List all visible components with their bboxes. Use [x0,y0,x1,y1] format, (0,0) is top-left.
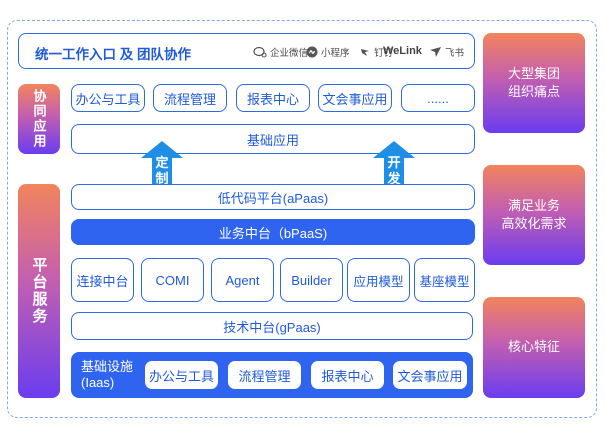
base-application: 基础应用 [71,124,475,154]
dingtalk-icon [361,49,369,56]
infrastructure-label: 基础设施 (Iaas) [81,359,134,390]
customize-arrow-label: 定 [154,155,168,170]
module-comi: COMI [141,258,204,302]
panel-org-pain-points: 大型集团组织痛点 [483,33,585,133]
module-connection: 连接中台 [71,258,134,302]
logo-feishu: 飞书 [429,45,464,59]
module-app-model: 应用模型 [347,258,410,302]
tech-middle-platform: 技术中台(gPaas) [71,312,473,340]
logo-miniprogram: 小程序 [306,45,350,59]
business-middle-platform: 业务中台（bPaaS) [71,219,475,245]
header-title: 统一工作入口 及 团队协作 [35,47,192,62]
collab-app-workflow: 流程管理 [153,84,227,112]
collab-app-more: ...... [401,84,475,112]
low-code-platform: 低代码平台(aPaas) [71,184,475,210]
infra-item-office: 办公与工具 [145,361,218,389]
module-builder: Builder [280,258,343,302]
module-agent: Agent [211,258,274,302]
logo-welink: WeLink [383,45,422,57]
panel-business-efficiency: 满足业务高效化需求 [483,165,585,265]
logo-dingtalk: 钉钉 [359,45,393,59]
infra-item-meeting: 文会事应用 [393,361,467,389]
infrastructure-bar: 基础设施 (Iaas) 办公与工具 流程管理 报表中心 文会事应用 [71,352,473,398]
develop-arrow-label: 开 [387,155,400,170]
collab-app-office: 办公与工具 [71,84,145,112]
develop-arrow-icon: 开 发 [373,141,415,188]
infra-item-workflow: 流程管理 [228,361,301,389]
customize-arrow-label-2: 制 [155,171,168,186]
collab-app-report: 报表中心 [236,84,310,112]
unified-entry-bar: 统一工作入口 及 团队协作 企业微信 小程序 钉钉 WeLink 飞书 [18,33,475,69]
logo-wecom: 企业微信 [253,45,308,59]
panel-core-features: 核心特征 [483,297,585,398]
miniprogram-icon [306,46,318,58]
feishu-icon [430,47,441,57]
collab-apps-label: 协同应用 [18,84,60,154]
collab-app-meeting: 文会事应用 [318,84,392,112]
infra-item-report: 报表中心 [311,361,384,389]
outer-frame [7,20,597,418]
develop-arrow-label-2: 发 [386,171,401,186]
customize-arrow-icon: 定 制 [141,141,183,188]
platform-services-label: 平台服务 [18,184,60,398]
wecom-icon [253,46,267,58]
module-base-model: 基座模型 [414,258,475,302]
